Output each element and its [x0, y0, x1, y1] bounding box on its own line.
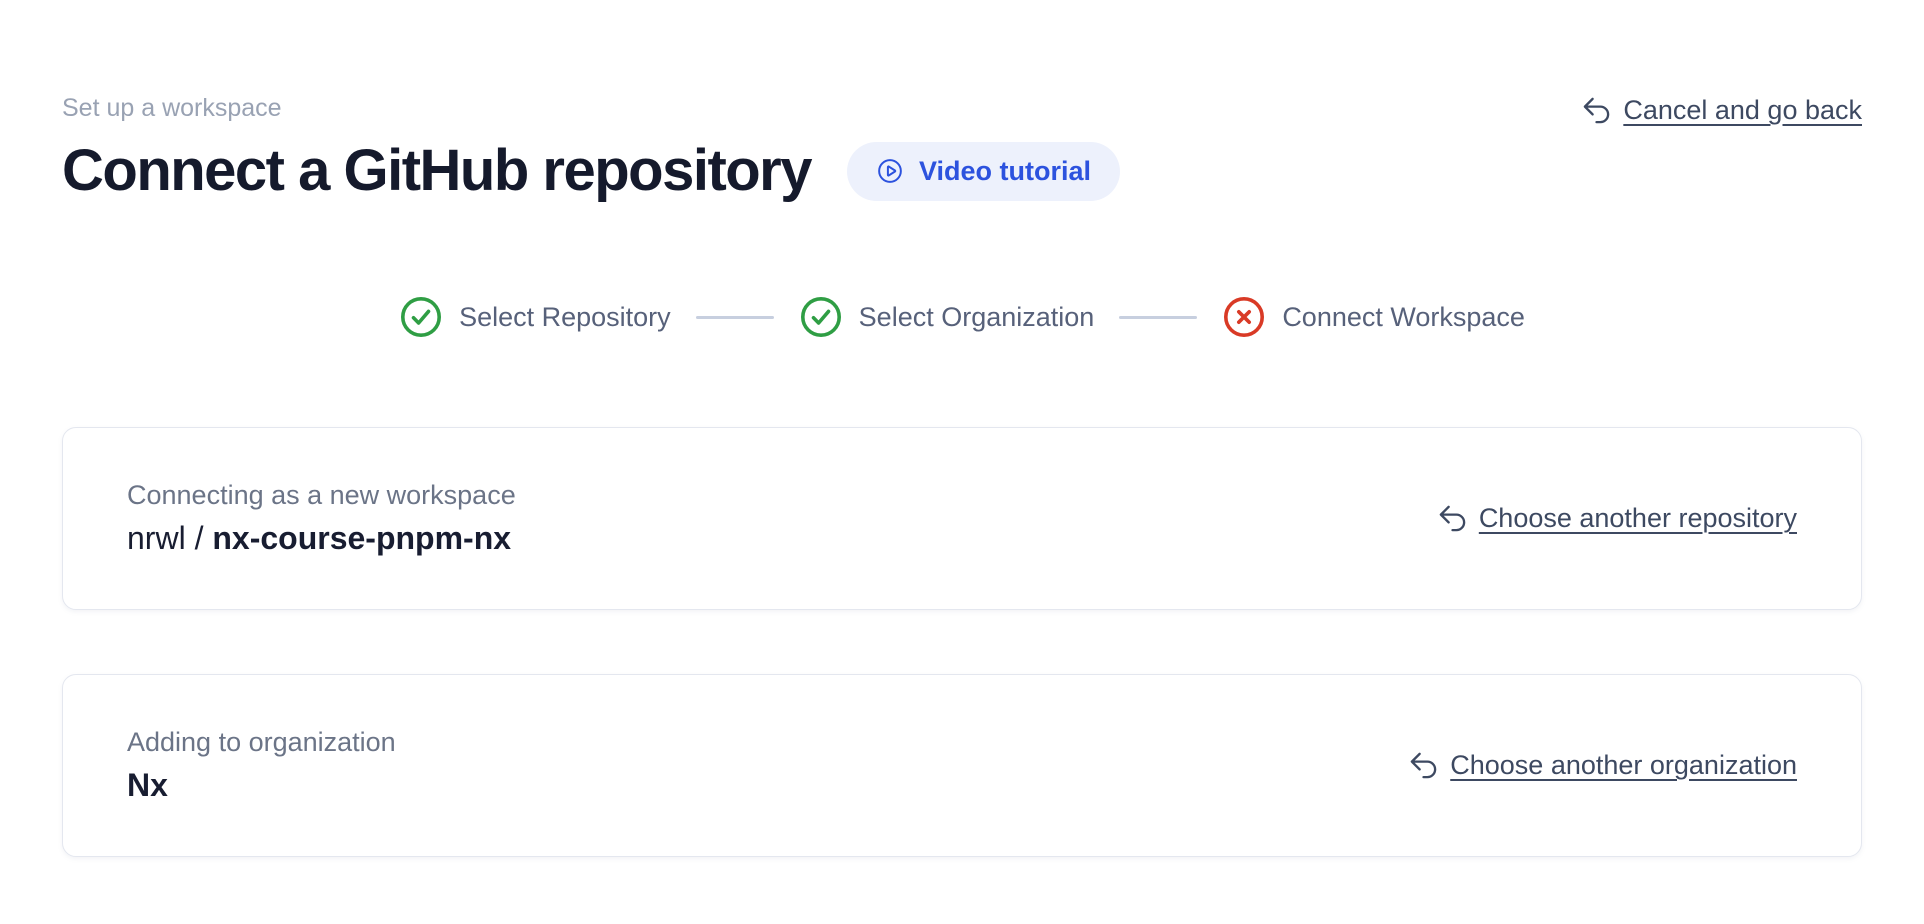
- undo-arrow-icon: [1437, 503, 1468, 534]
- step-label: Connect Workspace: [1282, 301, 1525, 332]
- undo-arrow-icon: [1581, 95, 1612, 126]
- play-circle-icon: [876, 157, 904, 185]
- repository-card-label: Connecting as a new workspace: [127, 480, 516, 510]
- step-select-repository: Select Repository: [399, 295, 671, 339]
- repository-info: Connecting as a new workspace nrwl / nx-…: [127, 480, 516, 557]
- setup-workspace-page: Set up a workspace Connect a GitHub repo…: [62, 93, 1862, 857]
- choose-organization-label: Choose another organization: [1450, 750, 1797, 780]
- header-left: Set up a workspace Connect a GitHub repo…: [62, 93, 1121, 203]
- page-title: Connect a GitHub repository: [62, 138, 813, 203]
- organization-card-label: Adding to organization: [127, 727, 396, 757]
- repository-owner: nrwl /: [127, 520, 213, 556]
- repository-card: Connecting as a new workspace nrwl / nx-…: [62, 427, 1862, 610]
- step-select-organization: Select Organization: [799, 295, 1095, 339]
- step-label: Select Organization: [858, 301, 1095, 332]
- stepper-connector: [695, 315, 774, 319]
- undo-arrow-icon: [1408, 750, 1439, 781]
- eyebrow-label: Set up a workspace: [62, 94, 282, 122]
- title-row: Connect a GitHub repository Video tutori…: [62, 138, 1121, 203]
- organization-info: Adding to organization Nx: [127, 727, 396, 804]
- step-label: Select Repository: [459, 301, 671, 332]
- x-circle-icon: [1222, 295, 1266, 339]
- organization-name: Nx: [127, 767, 396, 804]
- choose-repository-label: Choose another repository: [1478, 503, 1797, 533]
- check-circle-icon: [399, 295, 443, 339]
- repository-repo: nx-course-pnpm-nx: [212, 520, 512, 556]
- choose-another-repository-link[interactable]: Choose another repository: [1437, 503, 1797, 534]
- stepper-connector: [1119, 315, 1198, 319]
- cancel-and-go-back-link[interactable]: Cancel and go back: [1581, 95, 1862, 126]
- page-header: Set up a workspace Connect a GitHub repo…: [62, 93, 1862, 203]
- progress-stepper: Select Repository Select Organization Co…: [62, 295, 1862, 339]
- step-connect-workspace: Connect Workspace: [1222, 295, 1525, 339]
- check-circle-icon: [799, 295, 843, 339]
- choose-another-organization-link[interactable]: Choose another organization: [1408, 750, 1797, 781]
- video-tutorial-label: Video tutorial: [919, 155, 1092, 186]
- organization-value: Nx: [127, 767, 168, 803]
- organization-card: Adding to organization Nx Choose another…: [62, 674, 1862, 857]
- summary-cards: Connecting as a new workspace nrwl / nx-…: [62, 427, 1862, 857]
- repository-name: nrwl / nx-course-pnpm-nx: [127, 520, 516, 557]
- cancel-link-label: Cancel and go back: [1623, 95, 1862, 125]
- video-tutorial-button[interactable]: Video tutorial: [847, 141, 1121, 201]
